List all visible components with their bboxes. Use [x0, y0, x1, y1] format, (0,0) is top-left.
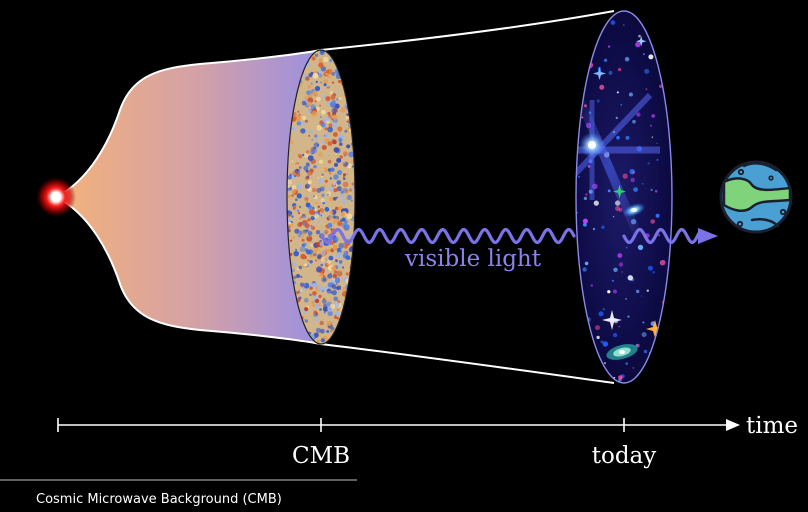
sparkle-star-icon	[593, 67, 606, 80]
time-axis-label: time	[746, 413, 798, 439]
planet-icon	[719, 160, 793, 234]
cmb-surface-outline	[286, 49, 356, 345]
present-universe-outline	[575, 10, 673, 384]
time-axis-arrowhead-icon	[726, 419, 740, 431]
big-bang-point	[51, 192, 61, 202]
cmb-tick-label: CMB	[292, 443, 350, 469]
visible-light-wave-outside	[622, 227, 702, 245]
early-universe-funnel	[53, 48, 322, 346]
expansion-lower-edge	[320, 343, 615, 384]
visible-light-label: visible light	[404, 246, 542, 272]
today-tick-label: today	[592, 443, 657, 469]
expansion-upper-edge	[320, 10, 615, 51]
present-universe	[576, 11, 672, 383]
light-arrowhead-icon	[698, 228, 718, 244]
sparkle-star-icon	[646, 320, 664, 338]
footnote-text: Cosmic Microwave Background (CMB)	[36, 492, 282, 507]
sparkle-star-icon	[636, 36, 647, 47]
spiral-galaxy-icon	[606, 344, 638, 360]
visible-light-wave	[320, 227, 576, 245]
sparkle-star-icon	[602, 310, 622, 330]
sparkle-star-icon	[613, 185, 626, 198]
